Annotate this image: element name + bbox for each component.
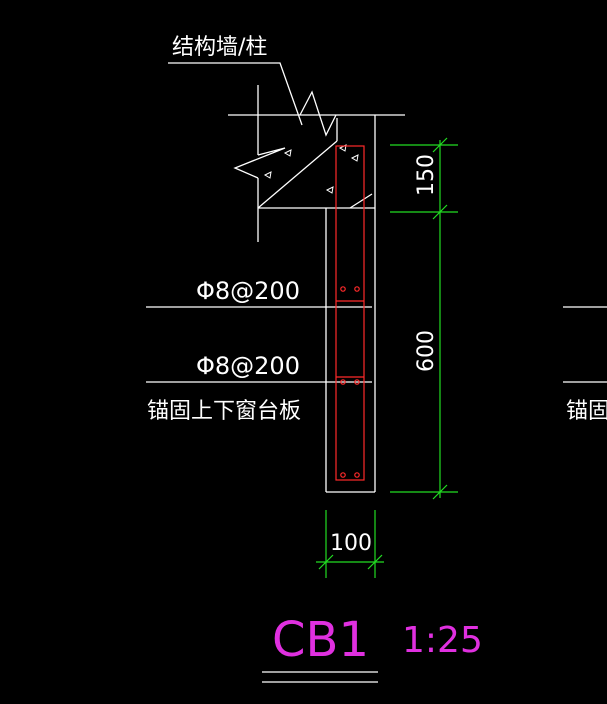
dim-tick [432,484,448,500]
rebar-spacing-label-1: Φ8@200 [196,277,300,305]
dimension-150: 150 [414,154,439,196]
rebar-dot [354,286,360,292]
structural-wall-label: 结构墙/柱 [172,35,267,60]
structure-linework [146,62,607,683]
rebar-cage [335,145,365,481]
haunch-tick [349,193,373,209]
dim-tick [367,554,383,570]
rebar-spacing-label-2: Φ8@200 [196,352,300,380]
dim-tick [432,137,448,153]
wall-label-leader [168,62,303,126]
rebar-dot [354,472,360,478]
rebar [335,145,365,481]
rebar-dot [340,286,346,292]
wall-break-left [233,147,286,179]
dim-tick [318,554,334,570]
haunch-diagonal [257,140,338,209]
rebar-dot [340,472,346,478]
dim-tick [432,204,448,220]
detail-title: CB1 [272,612,369,668]
anchor-note-label: 锚固上下窗台板 [147,399,301,424]
dimension-lines [316,137,458,578]
dimension-600: 600 [414,330,439,372]
dimension-100: 100 [330,531,372,556]
rebar-dot [354,379,360,385]
rebar-dot [340,379,346,385]
detail-scale: 1:25 [402,620,483,661]
anchor-note-label-cut: 锚固上 [566,399,607,424]
wall-break-line [299,90,337,137]
